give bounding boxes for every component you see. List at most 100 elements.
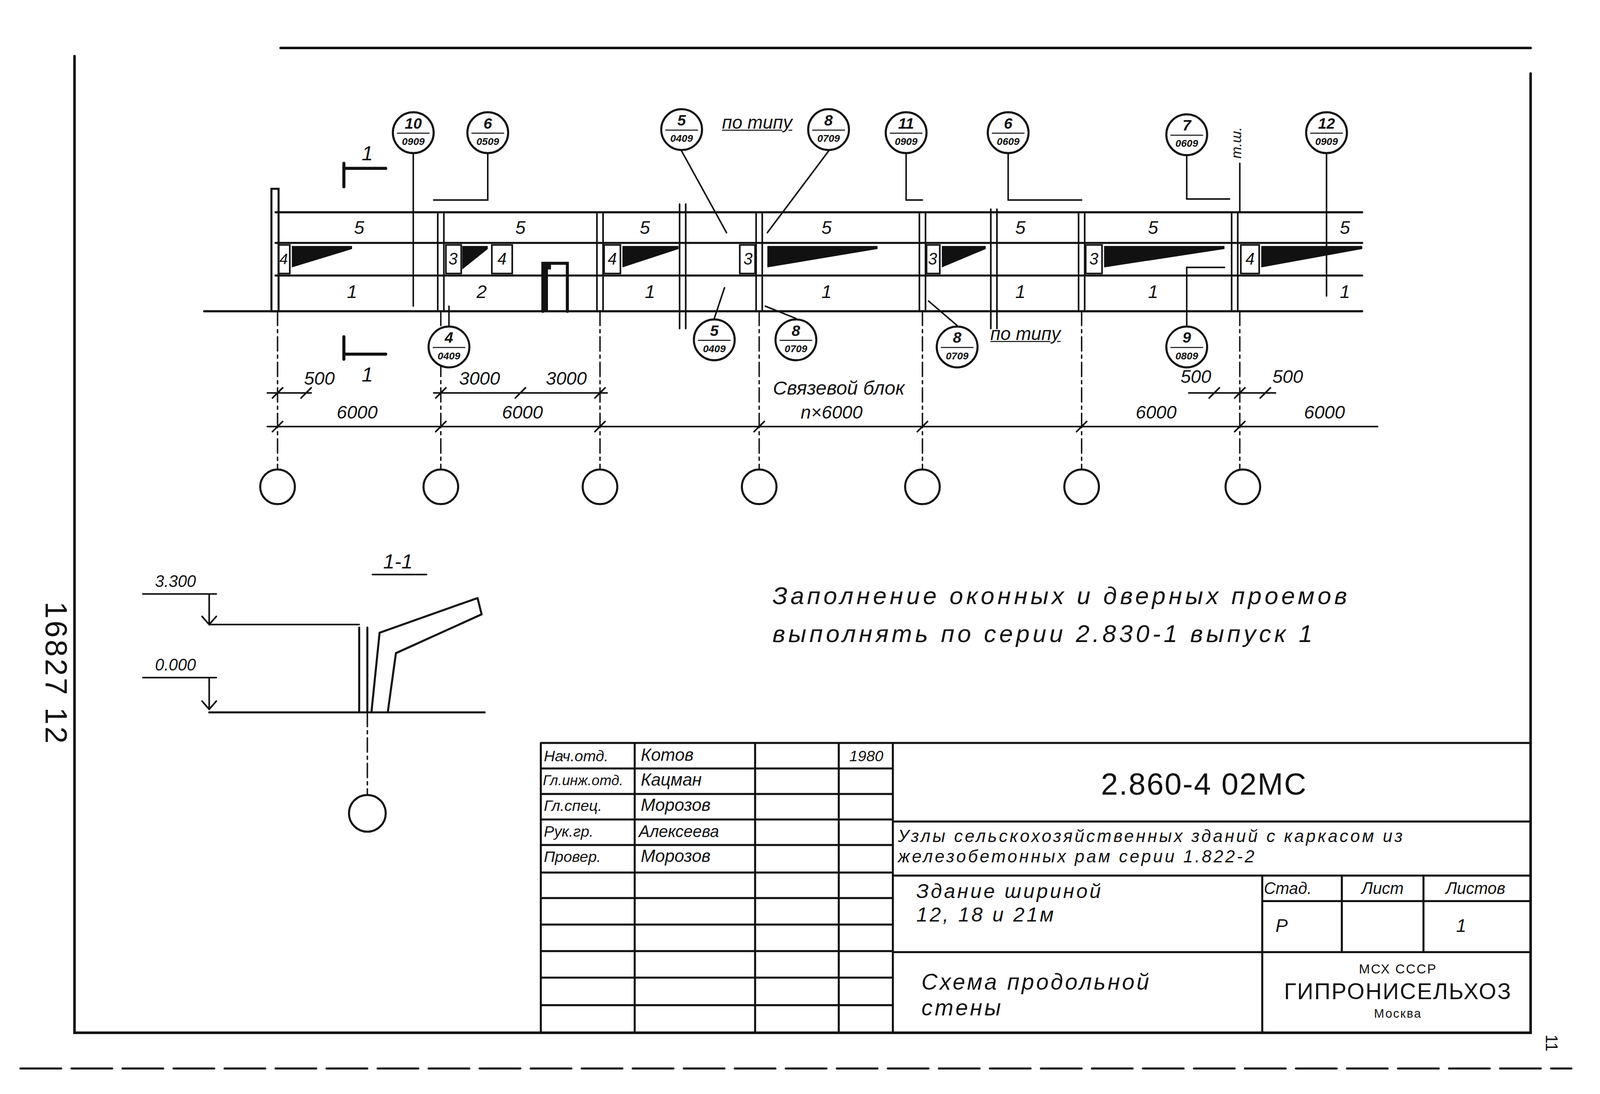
drawing-label: Схема продольной стены xyxy=(921,969,1157,1021)
sheet-code: 0709 xyxy=(937,349,977,362)
drawing-label: Стад. xyxy=(1263,879,1312,898)
drawing-label: 500 xyxy=(304,369,335,390)
sheet-code: 0509 xyxy=(468,135,508,149)
sheet-code: 0709 xyxy=(809,132,849,145)
drawing-label: по типу xyxy=(722,113,793,134)
drawing-label: 6000 xyxy=(1135,403,1177,424)
callout-divider xyxy=(1170,346,1203,348)
axis-circle xyxy=(582,469,618,505)
drawing-label: Кацман xyxy=(640,770,702,790)
end-post xyxy=(271,188,279,311)
section-elevations xyxy=(143,574,427,710)
drawing-label: 6000 xyxy=(1303,403,1345,424)
callout-divider xyxy=(432,346,466,348)
sheet-code: 0409 xyxy=(662,132,701,145)
panel-boxes xyxy=(278,244,1260,274)
drawing-label: Алексеева xyxy=(638,822,719,841)
drawing-label: 1 xyxy=(1147,282,1159,303)
drawing-label: Котов xyxy=(640,746,694,766)
callout-circle: 8 0709 xyxy=(806,108,850,152)
callout-divider xyxy=(665,129,698,131)
rafter-wedge xyxy=(622,245,679,268)
wall-break xyxy=(679,204,998,329)
door-opening xyxy=(542,263,568,311)
section-axis xyxy=(366,712,368,795)
callout-circle: 100909 xyxy=(391,111,435,154)
section-frame xyxy=(371,598,482,713)
callout-divider xyxy=(812,129,845,131)
drawing-label: 3000 xyxy=(545,369,587,390)
drawing-label: Морозов xyxy=(640,796,711,816)
callout-circle: 70609 xyxy=(1165,113,1209,157)
drawing-label: 1 xyxy=(1015,282,1026,303)
drawing-label: 1 xyxy=(347,282,358,303)
drawing-label: 1-1 xyxy=(383,549,413,573)
frame-columns xyxy=(437,212,1238,311)
callout-number: 11 xyxy=(886,115,926,132)
drawing-label: Лист xyxy=(1361,879,1404,898)
axis-circle xyxy=(1064,469,1100,505)
callout-divider xyxy=(396,132,430,134)
callout-circle: 40409 xyxy=(427,325,471,369)
drawing-label: 4 xyxy=(607,250,617,269)
drawing-label: Листов xyxy=(1445,879,1506,898)
drawing-label: Здание шириной 12, 18 и 21м xyxy=(916,879,1121,926)
drawing-label: 1 xyxy=(1339,282,1350,303)
drawing-label: 1 xyxy=(1456,916,1467,937)
callout-divider xyxy=(1170,134,1203,136)
drawing-label: 5 xyxy=(1015,218,1026,239)
drawing-label: Связевой блок xyxy=(773,378,905,400)
sheet-frame xyxy=(74,47,1531,1033)
drawing-label: 1980 xyxy=(849,747,884,765)
callout-number: 6 xyxy=(988,115,1028,132)
section-marks xyxy=(343,163,386,360)
drawing-label: 6000 xyxy=(501,403,543,424)
drawing-label: 4 xyxy=(1245,250,1255,269)
drawing-label: 0.000 xyxy=(155,656,197,675)
callout-number: 8 xyxy=(809,112,849,129)
wall-lines xyxy=(204,212,1363,311)
drawing-label: 2.860-4 02МС xyxy=(1100,766,1308,801)
door-jamb xyxy=(542,263,552,311)
drawing-label: 5 xyxy=(640,218,651,239)
rafter-wedge xyxy=(941,245,986,268)
callout-divider xyxy=(779,339,812,341)
callout-divider xyxy=(940,346,974,348)
drawing-label: т.ш. xyxy=(1228,127,1245,159)
drawing-label: 5 xyxy=(515,218,526,239)
drawing-label: 5 xyxy=(1339,218,1350,239)
rafter-wedge xyxy=(767,245,878,268)
sheet-code: 0909 xyxy=(394,135,433,149)
callout-circle: 90809 xyxy=(1165,325,1209,369)
drawing-label: 2 xyxy=(476,282,487,303)
callout-number: 8 xyxy=(937,329,977,346)
callout-circle: 60509 xyxy=(466,111,510,154)
drawing-label: Узлы сельскохозяйственных зданий с карка… xyxy=(898,826,1511,867)
drawing-label: Нач.отд. xyxy=(543,747,609,765)
drawing-label: 1 xyxy=(361,363,373,386)
drawing-label: Морозов xyxy=(640,847,711,867)
drawing-label: 3.300 xyxy=(155,572,197,591)
sheet-code: 0409 xyxy=(695,342,734,355)
axis-lines xyxy=(277,310,1240,469)
drawing-label: 3 xyxy=(1089,250,1099,269)
drawing-label: Рук.гр. xyxy=(543,822,594,840)
callout-divider xyxy=(1310,132,1343,134)
rafter-wedge xyxy=(292,245,353,268)
drawing-label: МСХ СССР xyxy=(1358,961,1438,977)
callout-circle: 50409 xyxy=(660,108,704,152)
drawing-label: Заполнение оконных и дверных проемов вып… xyxy=(772,576,1385,653)
sheet-code: 0409 xyxy=(429,349,469,362)
callout-divider xyxy=(992,132,1025,134)
sheet-code: 0909 xyxy=(1307,135,1346,149)
drawing-label: Провер. xyxy=(543,848,601,866)
axis-circle xyxy=(260,469,296,505)
callout-divider xyxy=(697,339,731,341)
drawing-label: 11 xyxy=(1542,1034,1561,1052)
sheet-code: 0609 xyxy=(1167,137,1206,150)
callout-circle: 60609 xyxy=(986,111,1030,154)
sheet-edge xyxy=(20,1066,1572,1070)
callout-number: 5 xyxy=(695,322,734,339)
axis-circle xyxy=(904,469,940,505)
